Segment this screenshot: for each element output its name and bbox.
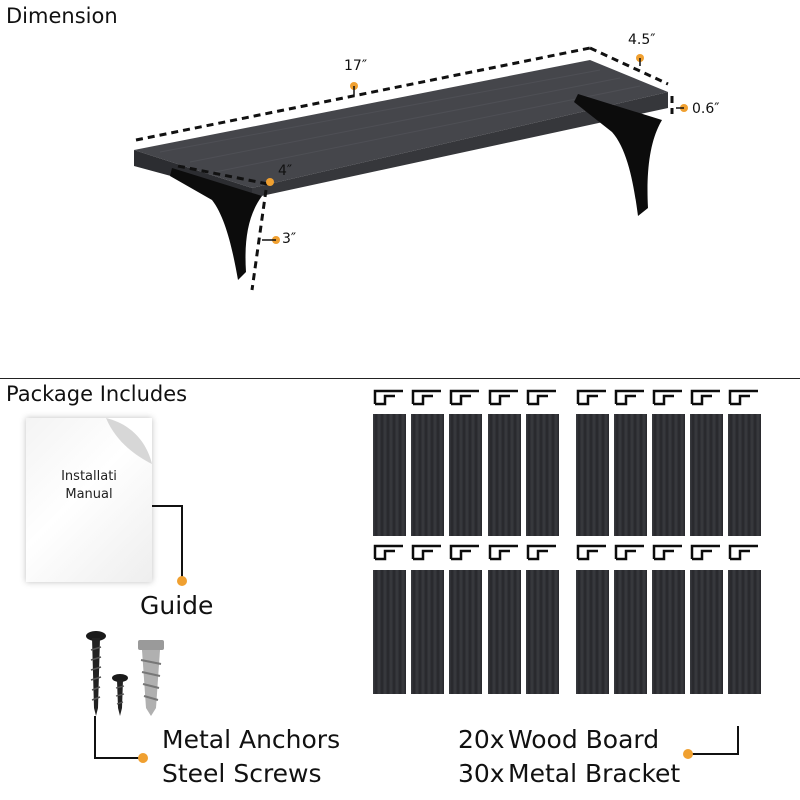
bracket-icon bbox=[576, 544, 606, 561]
bracket-icon bbox=[614, 389, 644, 406]
bracket-depth-label: 4″ bbox=[278, 163, 293, 179]
bracket-label: Metal Bracket bbox=[508, 759, 681, 788]
wood-board-icon bbox=[449, 414, 482, 536]
wood-board-icon bbox=[576, 414, 609, 536]
wood-board-icon bbox=[690, 570, 723, 694]
document-curl-icon bbox=[106, 418, 152, 464]
guide-label: Guide bbox=[140, 591, 214, 620]
manual-line-1: Installati bbox=[61, 469, 117, 484]
bracket-icon bbox=[728, 389, 758, 406]
bracket-icon bbox=[652, 544, 682, 561]
bracket-icon bbox=[652, 389, 682, 406]
bracket-icon bbox=[614, 544, 644, 561]
wood-board-icon bbox=[728, 414, 761, 536]
bracket-icon bbox=[449, 544, 479, 561]
hardware-line-1: Metal Anchors bbox=[162, 725, 341, 754]
thickness-label: 0.6″ bbox=[692, 101, 720, 117]
wood-board-icon bbox=[373, 414, 406, 536]
wood-board-icon bbox=[488, 414, 521, 536]
wood-board-icon bbox=[411, 414, 444, 536]
bracket-icon bbox=[373, 389, 403, 406]
bracket-icon bbox=[411, 544, 441, 561]
bracket-icon bbox=[488, 389, 518, 406]
bracket-icon bbox=[488, 544, 518, 561]
wood-board-icon bbox=[652, 414, 685, 536]
bracket-icon bbox=[728, 544, 758, 561]
wall-anchor-icon bbox=[138, 640, 164, 716]
bracket-qty: 30x bbox=[458, 759, 505, 788]
right-bracket bbox=[574, 94, 662, 216]
wood-board-icon bbox=[411, 570, 444, 694]
wood-board-icon bbox=[526, 414, 559, 536]
manual-line-2: Manual bbox=[65, 487, 113, 502]
depth-label: 4.5″ bbox=[628, 32, 656, 48]
wood-board-icon bbox=[652, 570, 685, 694]
board-qty: 20x bbox=[458, 725, 505, 754]
wood-board-icon bbox=[526, 570, 559, 694]
shelf-top bbox=[134, 60, 668, 188]
bracket-icon bbox=[576, 389, 606, 406]
wood-board-icon bbox=[373, 570, 406, 694]
shelf-side bbox=[252, 92, 668, 198]
wood-board-icon bbox=[449, 570, 482, 694]
bracket-icon bbox=[411, 389, 441, 406]
wood-board-icon bbox=[488, 570, 521, 694]
wood-board-icon bbox=[690, 414, 723, 536]
bracket-icon bbox=[690, 389, 720, 406]
bracket-height-label: 3″ bbox=[282, 231, 297, 247]
bracket-icon bbox=[526, 389, 556, 406]
bracket-icon bbox=[526, 544, 556, 561]
left-bracket bbox=[170, 168, 262, 280]
bracket-icon bbox=[373, 544, 403, 561]
package-title: Package Includes bbox=[6, 382, 188, 406]
dimension-title: Dimension bbox=[6, 4, 118, 28]
installation-manual: Installati Manual bbox=[26, 418, 152, 582]
shelf-dimension-illustration bbox=[134, 46, 688, 291]
hardware-line-2: Steel Screws bbox=[162, 759, 322, 788]
board-label: Wood Board bbox=[508, 725, 660, 754]
hardware-illustration bbox=[86, 631, 164, 716]
wood-board-icon bbox=[614, 414, 647, 536]
length-label: 17″ bbox=[344, 58, 368, 74]
wood-board-icon bbox=[576, 570, 609, 694]
screw-icon bbox=[86, 631, 106, 716]
bracket-icon bbox=[449, 389, 479, 406]
wood-board-icon bbox=[728, 570, 761, 694]
section-divider bbox=[0, 378, 800, 379]
wood-board-icon bbox=[614, 570, 647, 694]
bracket-icon bbox=[690, 544, 720, 561]
short-screw-icon bbox=[112, 674, 128, 716]
